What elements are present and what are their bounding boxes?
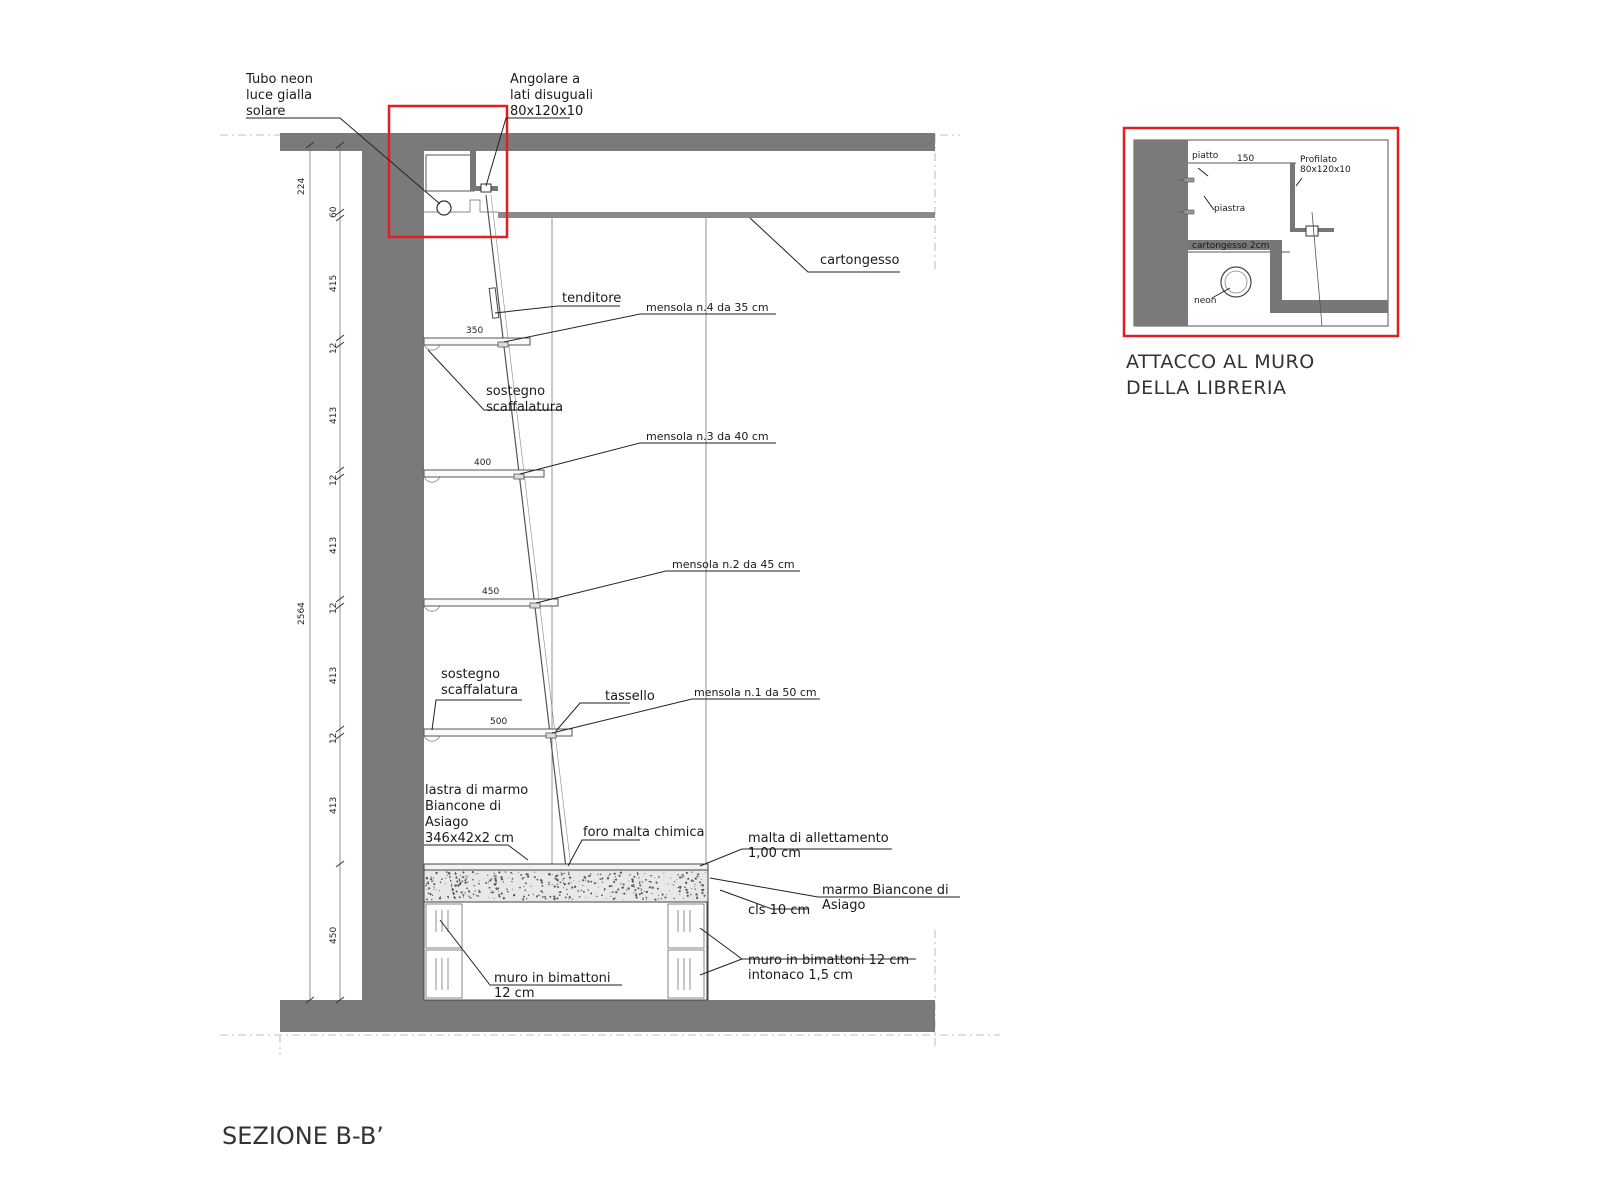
dim-10: 413 bbox=[329, 797, 339, 814]
detail-label-flat-width: 150 bbox=[1237, 154, 1254, 164]
detail-label-plasterboard: cartongesso 2cm bbox=[1192, 241, 1269, 251]
detail-wall bbox=[1134, 140, 1188, 326]
detail-label-profile-1: Profilato bbox=[1300, 155, 1337, 165]
label-marble-slab-1: lastra di marmo bbox=[425, 783, 528, 798]
dim-11: 450 bbox=[329, 927, 339, 944]
label-plasterboard: cartongesso bbox=[820, 253, 900, 268]
shelf-3 bbox=[423, 469, 545, 483]
detail-rod bbox=[1311, 211, 1323, 327]
label-shelf-2: mensola n.2 da 45 cm bbox=[672, 558, 795, 571]
neon-box bbox=[425, 154, 475, 192]
dim-7: 12 bbox=[329, 603, 339, 614]
angle-bolt bbox=[480, 183, 492, 193]
label-angle-2: lati disuguali bbox=[510, 88, 593, 103]
label-brick-right-1: muro in bimattoni 12 cm bbox=[748, 953, 909, 968]
label-neon-tube-1: Tubo neon bbox=[245, 72, 313, 87]
turnbuckle bbox=[488, 287, 500, 319]
label-neon-tube-2: luce gialla bbox=[246, 88, 312, 103]
section-title: SEZIONE B-B’ bbox=[222, 1122, 384, 1150]
label-marble-slab-2: Biancone di bbox=[425, 799, 501, 814]
ceiling-slab bbox=[280, 133, 935, 151]
dim-2: 415 bbox=[329, 275, 339, 292]
shelf-4 bbox=[423, 337, 531, 351]
dim-3: 12 bbox=[329, 343, 339, 354]
shelf-1-depth: 500 bbox=[490, 717, 507, 727]
dim-5: 12 bbox=[329, 475, 339, 486]
dim-9: 12 bbox=[329, 733, 339, 744]
dim-6: 413 bbox=[329, 537, 339, 554]
detail-label-profile-2: 80x120x10 bbox=[1300, 165, 1351, 175]
angle-vertical bbox=[470, 150, 476, 190]
tension-rod bbox=[485, 194, 567, 869]
detail-inset: piatto 150 Profilato 80x120x10 piastra c… bbox=[1122, 126, 1400, 338]
marble-slab bbox=[423, 863, 709, 871]
brick-bench bbox=[423, 901, 708, 1001]
label-chem-hole: foro malta chimica bbox=[583, 825, 705, 840]
dim-4: 413 bbox=[329, 407, 339, 424]
label-brick-left-2: 12 cm bbox=[494, 986, 535, 1001]
detail-label-flat: piatto bbox=[1192, 151, 1219, 161]
shelf-2 bbox=[423, 598, 559, 612]
detail-caption-1: ATTACCO AL MURO bbox=[1126, 351, 1315, 373]
label-marble-slab-4: 346x42x2 cm bbox=[425, 831, 514, 846]
detail-label-plate: piastra bbox=[1214, 204, 1245, 214]
shelf-4-depth: 350 bbox=[466, 326, 483, 336]
label-support-2a: sostegno bbox=[441, 667, 500, 682]
dim-0: 224 bbox=[297, 178, 307, 195]
label-brick-right-2: intonaco 1,5 cm bbox=[748, 968, 853, 983]
dim-overall: 2564 bbox=[297, 602, 307, 625]
label-turnbuckle: tenditore bbox=[562, 291, 621, 306]
dim-8: 413 bbox=[329, 667, 339, 684]
concrete-speckle bbox=[425, 871, 707, 901]
label-anchor: tassello bbox=[605, 689, 655, 704]
detail-highlight-box bbox=[387, 104, 509, 239]
detail-bolt bbox=[1305, 225, 1319, 237]
detail-plasterboard-drop bbox=[1270, 240, 1388, 313]
dimension-ticks bbox=[305, 141, 345, 1004]
label-marble-1: marmo Biancone di bbox=[822, 883, 949, 898]
shelf-1 bbox=[423, 728, 573, 742]
label-marble-slab-3: Asiago bbox=[425, 815, 468, 830]
ceiling-profile bbox=[424, 199, 498, 213]
label-support-1a: sostegno bbox=[486, 384, 545, 399]
label-neon-tube-3: solare bbox=[246, 104, 285, 119]
detail-caption-2: DELLA LIBRERIA bbox=[1126, 377, 1287, 399]
bearing-wall bbox=[362, 133, 424, 1032]
label-shelf-3: mensola n.3 da 40 cm bbox=[646, 430, 769, 443]
brick-left-lower bbox=[425, 949, 463, 999]
detail-neon bbox=[1220, 266, 1252, 298]
brick-holes bbox=[435, 910, 691, 990]
dim-1: 60 bbox=[329, 206, 339, 218]
leader-lines bbox=[246, 117, 960, 986]
label-shelf-4: mensola n.4 da 35 cm bbox=[646, 301, 769, 314]
label-shelf-1: mensola n.1 da 50 cm bbox=[694, 686, 817, 699]
neon-tube bbox=[436, 200, 452, 216]
detail-plasterboard bbox=[1188, 240, 1270, 250]
label-support-2b: scaffalatura bbox=[441, 683, 518, 698]
label-angle-3: 80x120x10 bbox=[510, 104, 583, 119]
label-brick-left-1: muro in bimattoni bbox=[494, 971, 611, 986]
label-bedding-mortar-1: malta di allettamento bbox=[748, 831, 889, 846]
brick-right-upper bbox=[667, 903, 705, 949]
plasterboard-ceiling bbox=[498, 212, 935, 218]
detail-label-neon: neon bbox=[1194, 296, 1216, 306]
label-marble-2: Asiago bbox=[822, 898, 865, 913]
label-support-1b: scaffalatura bbox=[486, 400, 563, 415]
tension-rod-edge bbox=[490, 194, 572, 869]
detail-profile bbox=[1290, 163, 1334, 232]
label-bedding-mortar-2: 1,00 cm bbox=[748, 846, 801, 861]
label-angle-1: Angolare a bbox=[510, 72, 580, 87]
brick-right-lower bbox=[667, 949, 705, 999]
label-concrete: cls 10 cm bbox=[748, 903, 810, 918]
shelf-3-depth: 400 bbox=[474, 458, 491, 468]
shelf-2-depth: 450 bbox=[482, 587, 499, 597]
